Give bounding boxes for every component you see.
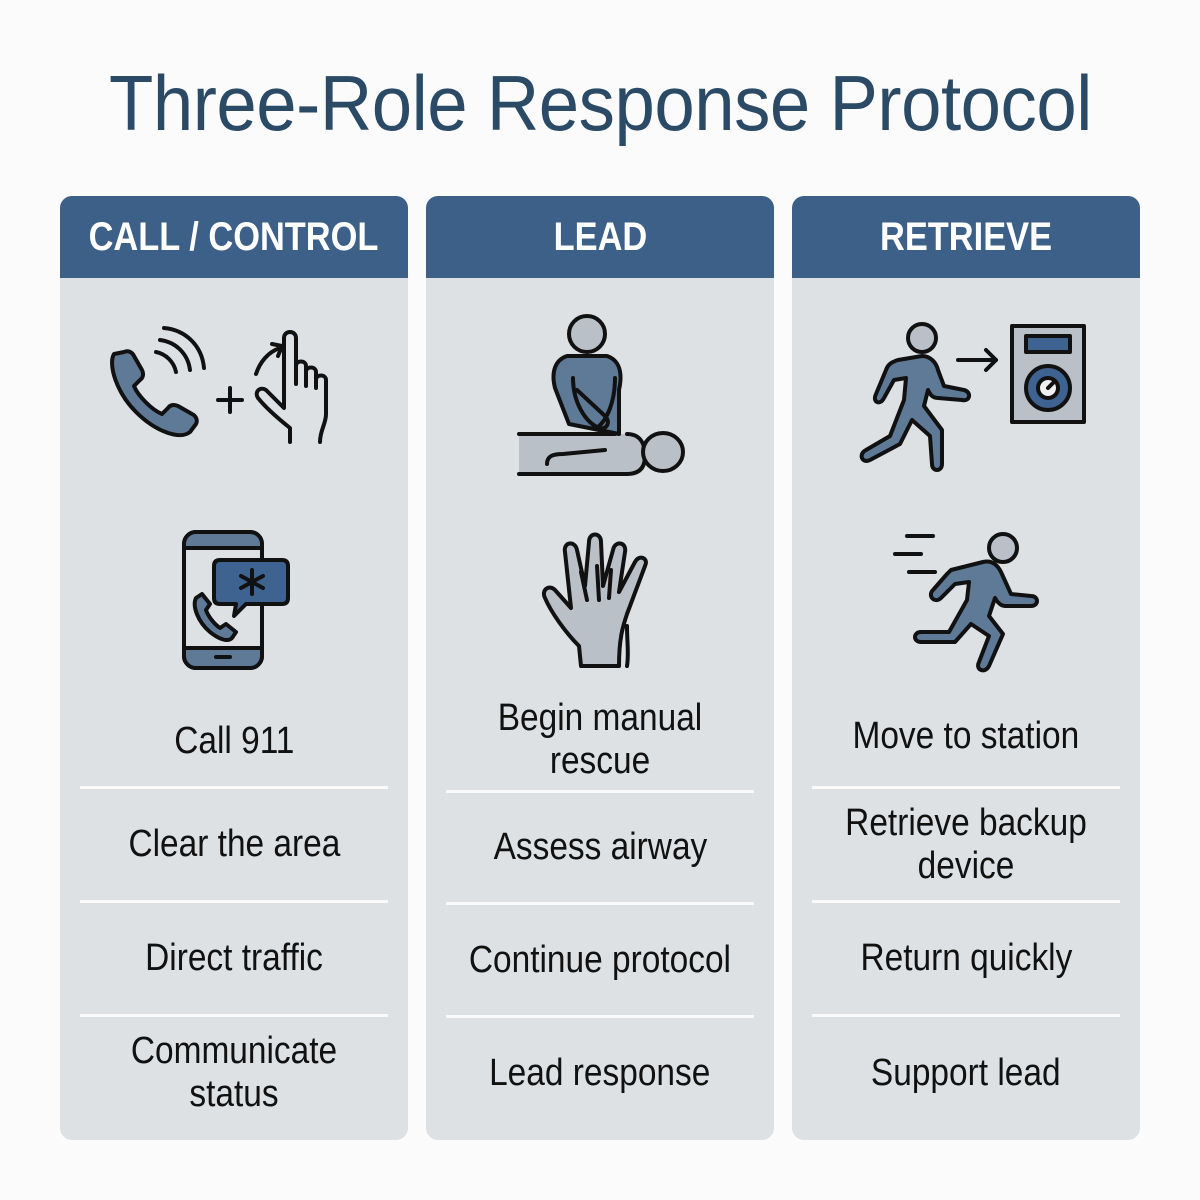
task-item: Clear the area <box>128 823 340 865</box>
divider <box>80 786 388 789</box>
role-card-retrieve: RETRIEVE Move to station <box>792 196 1140 1140</box>
task-item: Direct traffic <box>145 937 323 979</box>
smartphone-emergency-call-icon <box>60 526 408 676</box>
divider <box>446 1015 754 1018</box>
task-item: Communicate status <box>130 1030 338 1115</box>
plus-icon <box>216 386 244 414</box>
hands-cpr-icon <box>426 526 774 676</box>
divider <box>446 790 754 793</box>
role-card-call-control: CALL / CONTROL <box>60 196 408 1140</box>
phone-plus-hand-icon-group <box>60 324 408 454</box>
cpr-compressions-icon <box>426 312 774 482</box>
task-item: Retrieve backup device <box>845 801 1087 887</box>
running-person-icon <box>792 530 1140 680</box>
task-item: Call 911 <box>173 719 295 762</box>
divider <box>80 1014 388 1017</box>
task-item: Support lead <box>871 1051 1061 1094</box>
hand-gesture-icon <box>254 330 328 444</box>
role-header: LEAD <box>426 196 774 278</box>
task-item: Return quickly <box>860 937 1072 979</box>
person-to-device-icon <box>792 320 1140 480</box>
task-item: Continue protocol <box>468 938 732 981</box>
task-item: Move to station <box>852 714 1080 757</box>
role-header: CALL / CONTROL <box>60 196 408 278</box>
task-item: Begin manual rescue <box>497 697 703 782</box>
divider <box>446 902 754 905</box>
task-item: Lead response <box>489 1052 711 1094</box>
page-title: Three-Role Response Protocol <box>108 59 1092 147</box>
task-item: Assess airway <box>493 826 707 868</box>
role-card-lead: LEAD Begin manual <box>426 196 774 1140</box>
divider <box>812 900 1120 903</box>
divider <box>812 786 1120 789</box>
divider <box>812 1014 1120 1017</box>
role-header: RETRIEVE <box>792 196 1140 278</box>
divider <box>80 900 388 903</box>
phone-ringing-icon <box>110 326 206 438</box>
